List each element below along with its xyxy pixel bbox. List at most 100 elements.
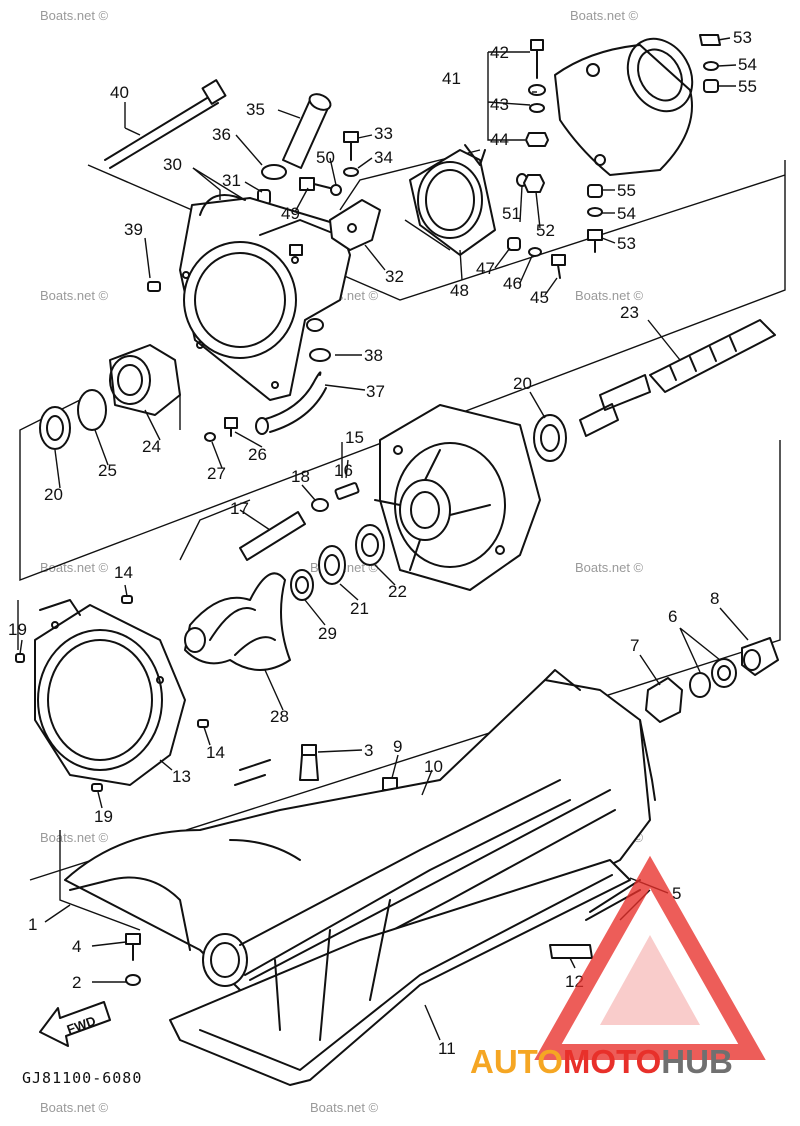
callout-1: 1 — [28, 915, 37, 934]
callout-54: 54 — [738, 55, 757, 74]
callout-9: 9 — [393, 737, 402, 756]
part-nozzle-ring — [409, 144, 496, 256]
part-housing — [109, 344, 181, 416]
callout-18: 18 — [291, 467, 310, 486]
part-code: GJ81100-6080 — [22, 1069, 142, 1087]
callout-11: 11 — [438, 1039, 456, 1058]
callout-20: 20 — [44, 485, 63, 504]
callout-2: 2 — [72, 973, 81, 992]
forward-direction-arrow: FWD — [39, 1001, 111, 1047]
callout-41: 41 — [442, 69, 461, 88]
callout-42: 42 — [490, 43, 509, 62]
callout-50: 50 — [316, 148, 335, 167]
callout-37: 37 — [366, 382, 385, 401]
part-nozzle — [554, 37, 694, 176]
part-pump-housing — [34, 599, 186, 786]
watermark: Boats.net © — [575, 560, 644, 575]
callout-34: 34 — [374, 148, 393, 167]
leader-lines — [19, 37, 749, 1041]
callout-28: 28 — [270, 707, 289, 726]
callout-22: 22 — [388, 582, 407, 601]
watermark: Boats.net © — [40, 8, 109, 23]
callout-39: 39 — [124, 220, 143, 239]
part-plug — [299, 744, 319, 781]
part-screw-washer — [204, 417, 238, 442]
callout-33: 33 — [374, 124, 393, 143]
callout-45: 45 — [530, 288, 549, 307]
callout-40: 40 — [110, 83, 129, 102]
part-bracket — [329, 199, 381, 251]
logo-text: AUTOMOTOHUB — [470, 1043, 733, 1080]
callouts: 40 35 36 30 31 39 33 34 50 49 32 38 37 4… — [8, 28, 757, 1058]
callout-35: 35 — [246, 100, 265, 119]
callout-49: 49 — [281, 204, 300, 223]
watermark: Boats.net © — [40, 1100, 109, 1115]
part-bolt-washer-lower — [125, 933, 141, 986]
watermark: Boats.net © — [40, 288, 109, 303]
part-pins — [15, 595, 209, 792]
part-pin — [147, 281, 161, 292]
callout-16: 16 — [334, 461, 353, 480]
part-pipe — [282, 93, 332, 169]
callout-4: 4 — [72, 937, 81, 956]
part-impeller — [184, 572, 291, 671]
callout-25: 25 — [98, 461, 117, 480]
part-hose — [255, 318, 331, 435]
callout-3: 3 — [364, 741, 373, 760]
logo-auto: AUTO — [470, 1043, 563, 1080]
callout-15: 15 — [345, 428, 364, 447]
watermark: Boats.net © — [575, 288, 644, 303]
callout-52: 52 — [536, 221, 555, 240]
callout-7: 7 — [630, 636, 639, 655]
automotohub-logo: AUTOMOTOHUB — [470, 855, 766, 1080]
watermark: Boats.net © — [40, 830, 109, 845]
part-intake-duct — [179, 194, 351, 401]
watermark: Boats.net © — [310, 1100, 379, 1115]
part-bearing — [39, 406, 567, 462]
callout-46: 46 — [503, 274, 522, 293]
callout-27: 27 — [207, 464, 226, 483]
part-ride-plate — [169, 779, 631, 1086]
part-coupler — [645, 637, 779, 723]
callout-31: 31 — [222, 171, 241, 190]
part-stud-bolt — [104, 79, 227, 169]
callout-55: 55 — [738, 77, 757, 96]
watermark: Boats.net © — [40, 560, 109, 575]
part-seals — [290, 524, 385, 601]
callout-48: 48 — [450, 281, 469, 300]
part-drive-shaft — [579, 319, 776, 437]
callout-29: 29 — [318, 624, 337, 643]
part-strips — [549, 879, 641, 959]
part-rod — [239, 511, 306, 561]
watermark: Boats.net © — [570, 8, 639, 23]
callout-10: 10 — [424, 757, 443, 776]
callout-36: 36 — [212, 125, 231, 144]
callout-32: 32 — [385, 267, 404, 286]
callout-23: 23 — [620, 303, 639, 322]
callout-19: 19 — [94, 807, 113, 826]
callout-51: 51 — [502, 204, 521, 223]
callout-14: 14 — [206, 743, 225, 762]
callout-21: 21 — [350, 599, 369, 618]
callout-47: 47 — [476, 259, 495, 278]
callout-5: 5 — [672, 884, 681, 903]
part-bolts-upper — [299, 131, 359, 196]
part-collar — [311, 482, 360, 512]
logo-hub: HUB — [661, 1043, 733, 1080]
callout-26: 26 — [248, 445, 267, 464]
logo-triangle-icon — [534, 855, 766, 1060]
callout-13: 13 — [172, 767, 191, 786]
callout-53: 53 — [733, 28, 752, 47]
part-bolt-washer-nut — [525, 39, 549, 147]
callout-6: 6 — [668, 607, 677, 626]
logo-inner-triangle-icon — [600, 935, 700, 1025]
callout-43: 43 — [490, 95, 509, 114]
callout-8: 8 — [710, 589, 719, 608]
part-impeller-housing — [374, 404, 541, 591]
part-small-hardware — [507, 173, 566, 279]
callout-30: 30 — [163, 155, 182, 174]
part-o-ring — [77, 389, 107, 431]
callout-38: 38 — [364, 346, 383, 365]
callout-14: 14 — [114, 563, 133, 582]
